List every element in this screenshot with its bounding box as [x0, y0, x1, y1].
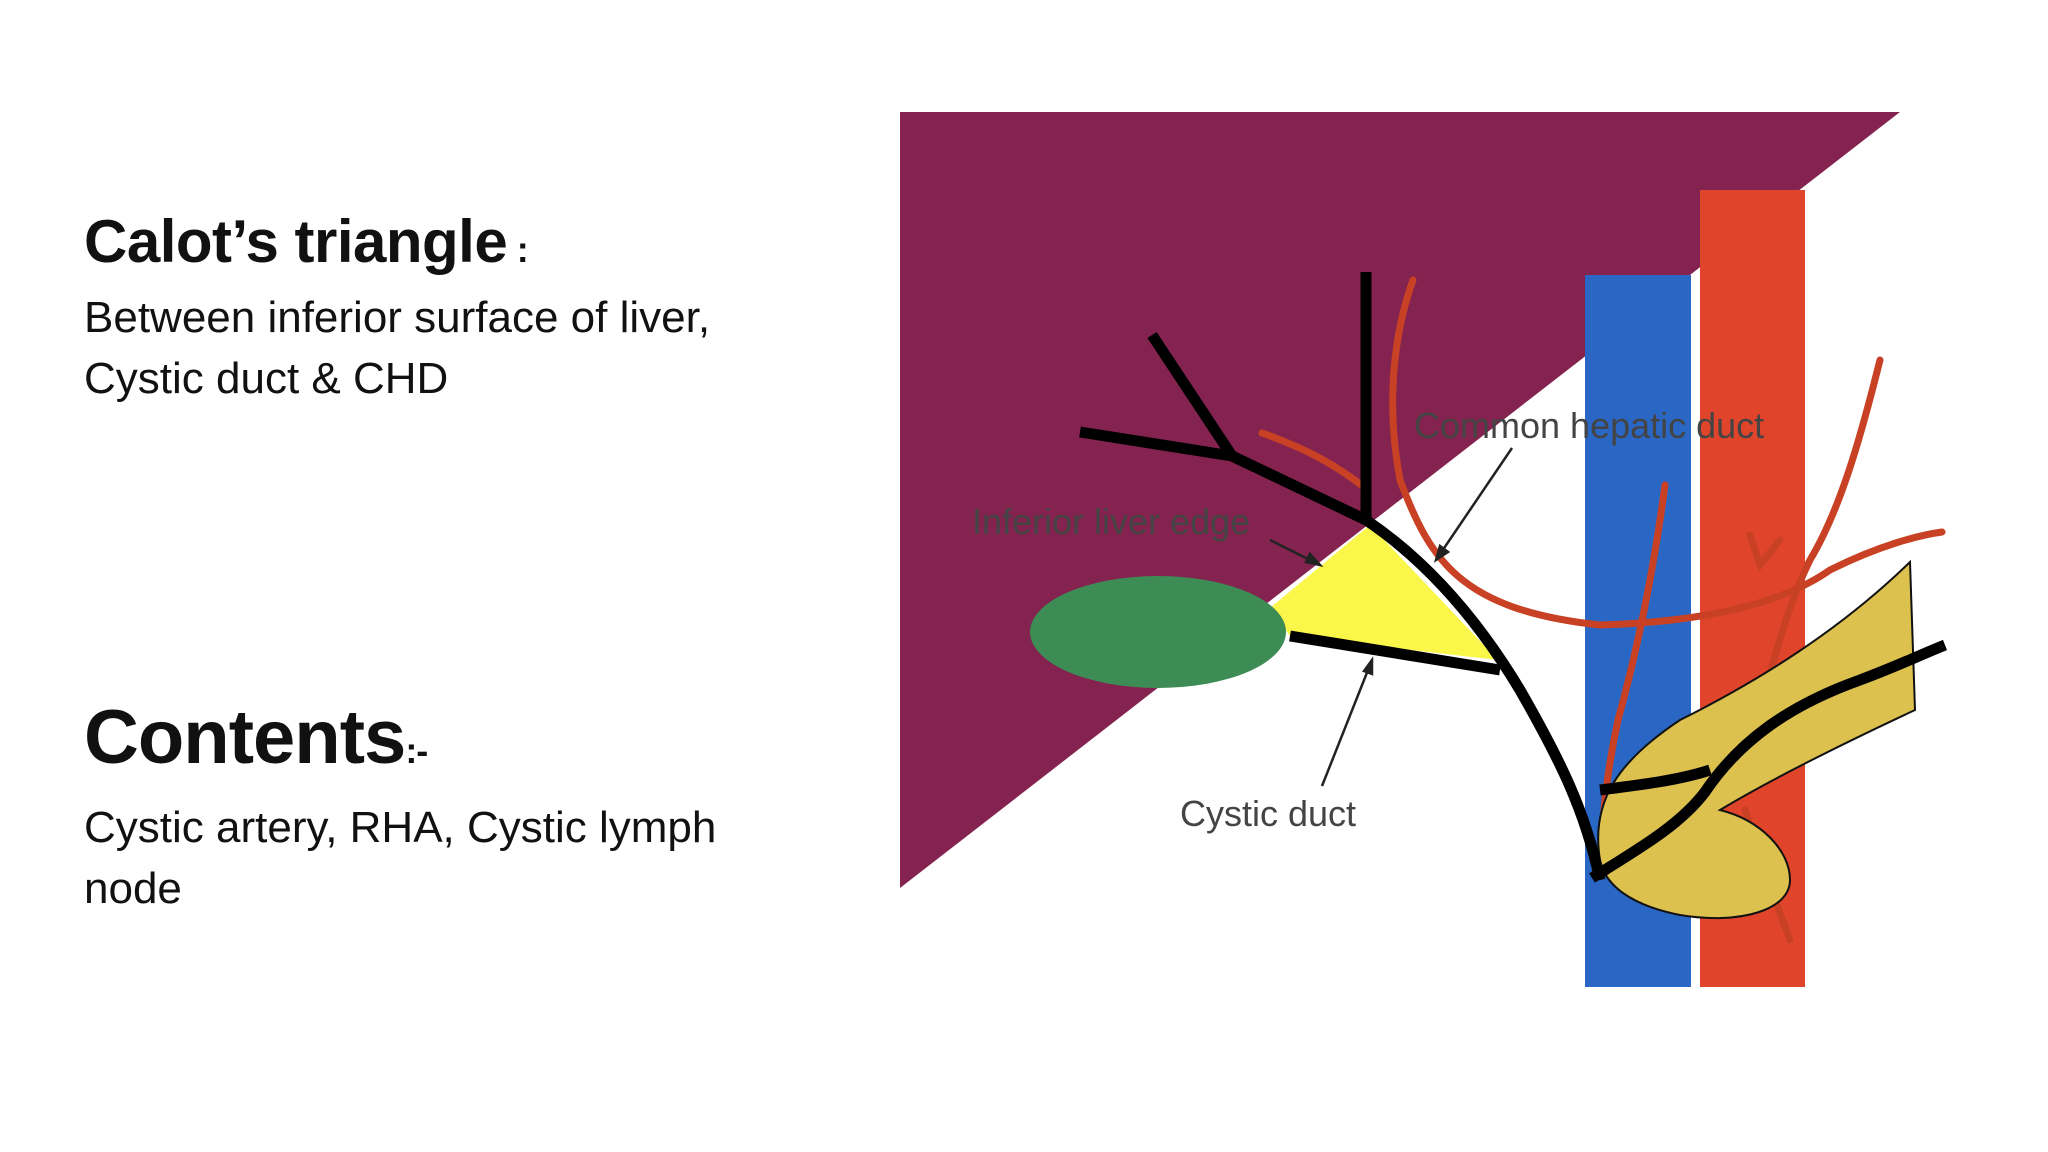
cystic-duct-line [1289, 630, 1501, 676]
calot-heading: Calot’s triangle : [84, 205, 710, 287]
artery-branch-right [1761, 356, 1884, 694]
gallbladder [1030, 576, 1286, 688]
label-common-hepatic-duct: Common hepatic duct [1414, 405, 1764, 446]
right-hepatic-artery [1389, 276, 1946, 629]
bile-ducts [1079, 272, 1948, 883]
arrowhead-inferior-liver-edge [1304, 551, 1324, 568]
pointer-common-hepatic-duct [1434, 447, 1514, 561]
calot-triangle [1270, 525, 1498, 660]
right-hepatic-duct-branch [1147, 331, 1237, 460]
artery-branch-lower [1746, 531, 1784, 573]
pancreatic-duct [1589, 639, 1948, 883]
contents-line-2: node [84, 864, 182, 913]
pointer-cystic-duct [1320, 659, 1374, 787]
calot-title-suffix: : [507, 229, 529, 270]
arterial-branches [1258, 276, 1946, 944]
label-pointers [1269, 447, 1514, 787]
contents-line-1: Cystic artery, RHA, Cystic lymph [84, 803, 717, 852]
calot-title: Calot’s triangle [84, 208, 508, 275]
calot-line-2: Cystic duct & CHD [84, 354, 449, 403]
cystic-artery [1258, 429, 1369, 492]
common-bile-duct [1362, 515, 1606, 882]
arrowhead-common-hepatic-duct [1433, 543, 1451, 563]
label-inferior-liver-edge: Inferior liver edge [972, 501, 1250, 542]
contents-section: Contents:- Cystic artery, RHA, Cystic ly… [84, 692, 716, 919]
contents-title: Contents [84, 695, 406, 780]
contents-heading: Contents:- [84, 692, 716, 797]
pancreas-crossing-duct [1599, 764, 1712, 796]
contents-title-suffix: :- [405, 730, 428, 771]
arrowhead-cystic-duct [1362, 656, 1374, 676]
calot-line-1: Between inferior surface of liver, [84, 293, 711, 342]
calot-section: Calot’s triangle : Between inferior surf… [84, 205, 710, 409]
label-cystic-duct: Cystic duct [1180, 793, 1356, 834]
